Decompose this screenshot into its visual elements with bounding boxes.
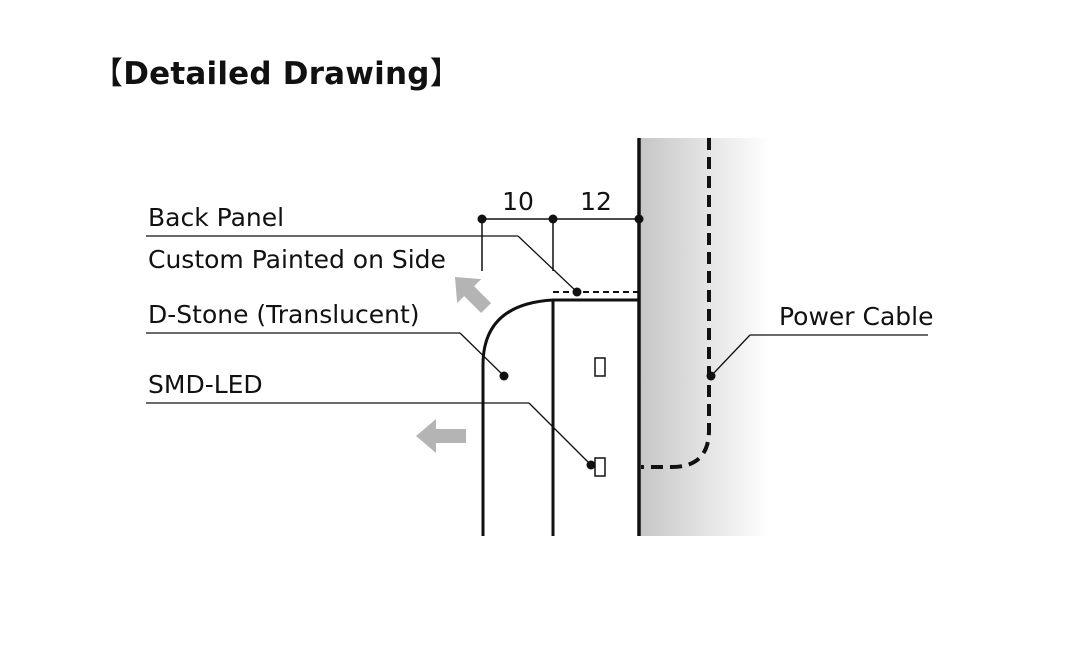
dimension-dot-left <box>477 214 487 224</box>
callout-smd-led: SMD-LED <box>148 370 263 399</box>
power-cable-path <box>641 138 711 469</box>
leader-d-stone-diagonal <box>459 332 505 377</box>
leader-smd-led-diagonal <box>528 402 592 466</box>
led-chip-icon <box>594 457 606 477</box>
callout-power-cable: Power Cable <box>779 302 934 331</box>
title-close-bracket: 】 <box>429 56 461 92</box>
title-open-bracket: 【 <box>92 56 124 92</box>
title-text: Detailed Drawing <box>123 56 430 92</box>
arrow-icon <box>416 419 466 453</box>
dimension-label-12: 12 <box>580 187 612 216</box>
callout-d-stone: D-Stone (Translucent) <box>148 300 420 329</box>
leader-back-panel-dot <box>572 287 582 297</box>
arrow-icon <box>455 277 492 314</box>
leader-smd-led-dot <box>586 460 596 470</box>
d-stone-outer-edge <box>481 298 639 536</box>
dimension-label-10: 10 <box>502 187 534 216</box>
led-chip-icon <box>594 357 606 377</box>
callout-custom-painted: Custom Painted on Side <box>148 245 446 274</box>
leader-back-panel-diagonal <box>517 235 578 293</box>
diagram-title: 【Detailed Drawing】 <box>92 56 461 93</box>
leader-d-stone-dot <box>499 371 509 381</box>
wall-gradient <box>640 138 770 536</box>
leader-power-cable-dot <box>706 371 716 381</box>
callout-back-panel: Back Panel <box>148 203 285 232</box>
dimension-dot-right <box>634 214 644 224</box>
leader-power-cable-diagonal <box>710 334 751 377</box>
dimension-dot-mid <box>548 214 558 224</box>
